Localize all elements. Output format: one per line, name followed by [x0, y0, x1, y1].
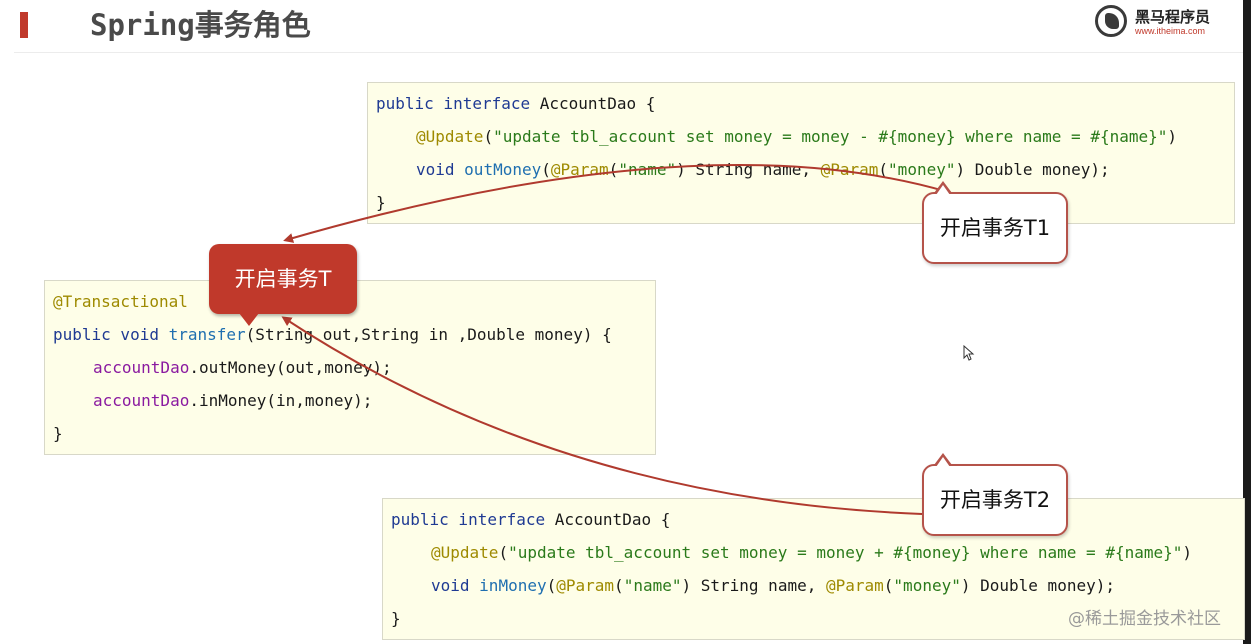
code-line: } [53, 423, 655, 456]
code-token: .outMoney(out,money); [189, 358, 392, 377]
code-line: } [391, 608, 1244, 641]
callout-transaction-t1: 开启事务T1 [922, 181, 1068, 264]
code-line: public interface AccountDao { [376, 93, 1234, 126]
callout-transaction-t: 开启事务T [209, 244, 357, 326]
code-token: } [53, 424, 63, 443]
code-token: outMoney [464, 160, 542, 179]
code-token: "money" [888, 160, 956, 179]
code-token: void [416, 160, 455, 179]
code-line: @Update("update tbl_account set money = … [376, 126, 1234, 159]
window-frame-edge [1243, 0, 1251, 644]
code-token: accountDao [93, 391, 190, 410]
code-token: @Update [416, 127, 484, 146]
horse-logo-icon [1095, 5, 1127, 37]
code-token: ( [883, 576, 894, 595]
title-accent-bar [20, 12, 28, 38]
code-token: @Param [550, 160, 609, 179]
code-token: ) String name, [676, 160, 821, 179]
code-line: @Transactional [53, 291, 655, 324]
code-block-inmoney: public interface AccountDao { @Update("u… [382, 498, 1245, 640]
code-token: } [376, 193, 386, 212]
code-block-outmoney: public interface AccountDao { @Update("u… [367, 82, 1235, 224]
code-token: ) String name, [681, 576, 826, 595]
mouse-cursor-icon [963, 345, 975, 361]
code-token: ( [541, 160, 551, 179]
code-line: public interface AccountDao { [391, 509, 1244, 542]
code-token: AccountDao { [545, 510, 671, 529]
code-token: ) [1182, 543, 1193, 562]
code-token: (String out,String in ,Double money) { [245, 325, 612, 344]
code-token: "money" [893, 576, 961, 595]
code-line: void outMoney(@Param("name") String name… [376, 159, 1234, 192]
code-token: public interface [376, 94, 531, 113]
code-token: "name" [623, 576, 682, 595]
code-token: public void [53, 325, 159, 344]
code-token [159, 325, 169, 344]
code-token: ) Double money); [955, 160, 1110, 179]
logo-url: www.itheima.com [1135, 26, 1206, 36]
title-divider [14, 52, 1243, 53]
code-token: ( [878, 160, 889, 179]
code-line: @Update("update tbl_account set money = … [391, 542, 1244, 575]
code-token: accountDao [93, 358, 190, 377]
code-token: @Param [825, 576, 884, 595]
code-token: ( [498, 543, 509, 562]
watermark: @稀土掘金技术社区 [1068, 609, 1221, 629]
logo-name: 黑马程序员 [1135, 8, 1211, 26]
code-token: ( [614, 576, 624, 595]
code-line: } [376, 192, 1234, 225]
code-token: ) Double money); [960, 576, 1115, 595]
code-token: ) [1167, 127, 1178, 146]
code-line: accountDao.inMoney(in,money); [53, 390, 655, 423]
code-token: @Param [820, 160, 879, 179]
code-token [470, 576, 480, 595]
code-token: public interface [391, 510, 546, 529]
code-token: "name" [618, 160, 677, 179]
code-line: public void transfer(String out,String i… [53, 324, 655, 357]
callout-transaction-t2: 开启事务T2 [922, 453, 1068, 536]
code-token: ( [608, 160, 619, 179]
code-token: @Param [556, 576, 615, 595]
slide-title: Spring事务角色 [90, 8, 311, 42]
code-token: } [391, 609, 401, 628]
code-token: "update tbl_account set money = money - … [493, 127, 1168, 146]
code-token: AccountDao { [530, 94, 656, 113]
code-token [455, 160, 465, 179]
code-token: transfer [168, 325, 246, 344]
code-token: ( [546, 576, 557, 595]
code-token: ( [483, 127, 494, 146]
code-token: .inMoney(in,money); [189, 391, 373, 410]
code-token: @Update [431, 543, 499, 562]
code-token: inMoney [479, 576, 547, 595]
code-line: accountDao.outMoney(out,money); [53, 357, 655, 390]
code-line: void inMoney(@Param("name") String name,… [391, 575, 1244, 608]
code-token: @Transactional [53, 292, 188, 311]
code-token: void [431, 576, 470, 595]
code-token: "update tbl_account set money = money + … [508, 543, 1183, 562]
brand-logo: 黑马程序员 www.itheima.com [1093, 2, 1223, 40]
